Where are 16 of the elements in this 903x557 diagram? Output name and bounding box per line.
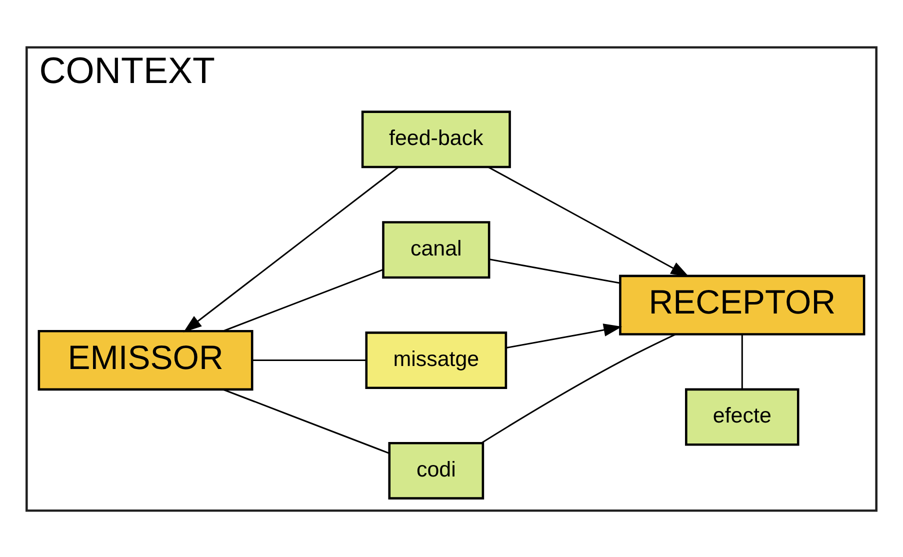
connector <box>223 388 390 454</box>
connector <box>741 334 743 389</box>
node-box: EMISSOR <box>38 330 254 390</box>
node-box: codi <box>388 441 484 499</box>
arrow <box>183 166 398 332</box>
connector <box>252 359 366 361</box>
node-box: missatge <box>365 331 508 389</box>
connector <box>480 333 676 444</box>
node-box: feed-back <box>361 110 511 168</box>
arrow <box>488 166 690 276</box>
connector <box>223 268 384 332</box>
node-box: canal <box>382 220 490 278</box>
node-box: RECEPTOR <box>619 274 866 335</box>
connector <box>488 258 620 284</box>
arrow <box>506 323 622 348</box>
node-box: efecte <box>685 388 800 446</box>
